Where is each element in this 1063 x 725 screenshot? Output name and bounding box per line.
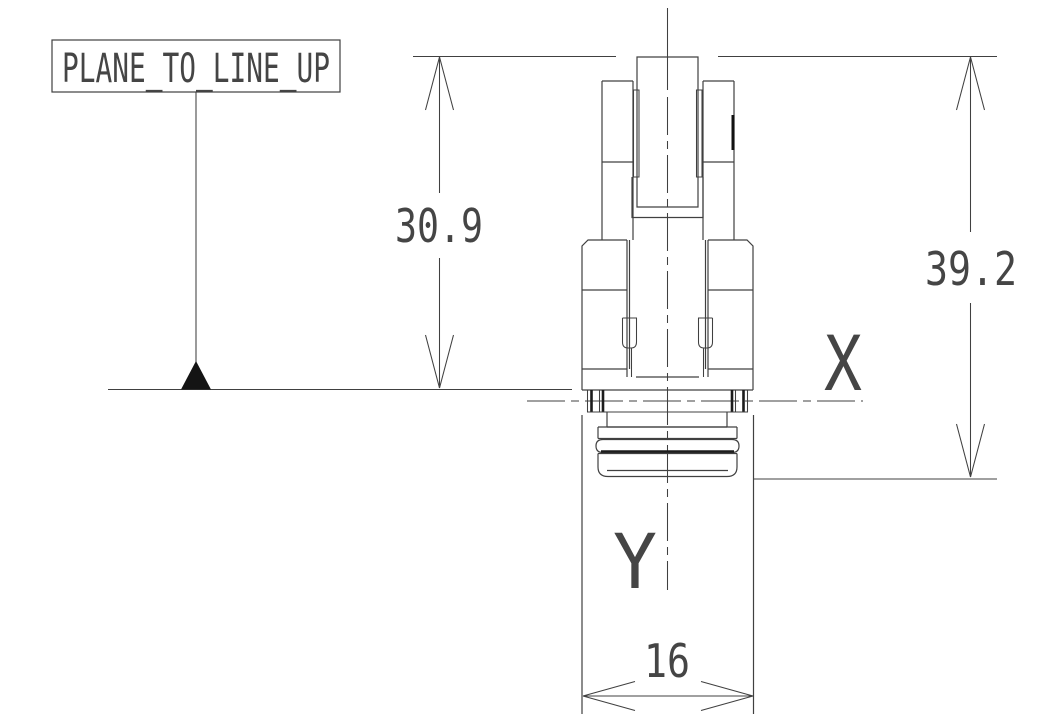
shoulder-right-outline	[704, 239, 754, 369]
bore-walls	[581, 415, 755, 714]
end-block-outline	[597, 452, 738, 478]
bore-wall-lines	[581, 415, 755, 714]
part-body	[581, 239, 754, 378]
extension-lines	[108, 55, 997, 480]
dim-16-arrow-left	[582, 680, 636, 712]
spring-slot-right	[697, 317, 714, 377]
datum-flag-label: PLANE_TO_LINE_UP	[62, 46, 330, 92]
axis-labels: X Y	[613, 319, 862, 606]
shoulder-left-outline	[581, 239, 631, 369]
part-clevis	[601, 56, 735, 240]
datum-callout: PLANE_TO_LINE_UP	[51, 39, 341, 390]
clevis-inner-strips	[632, 89, 703, 178]
flange-outline	[581, 368, 754, 391]
clevis-u-outline	[631, 177, 704, 219]
axis-y-label: Y	[613, 517, 657, 606]
dim-39-2-value: 39.2	[925, 242, 1017, 296]
dim-height-to-datum: 30.9	[395, 56, 483, 389]
groove-thin-lines	[586, 390, 749, 412]
axis-x-label: X	[824, 319, 862, 408]
center-channel-outline	[626, 240, 709, 378]
clevis-arm-left	[601, 80, 634, 240]
centerlines	[527, 8, 863, 590]
dim-30-9-arrow-down	[424, 334, 455, 389]
clevis-arm-right	[702, 80, 735, 240]
dim-39-2-arrow-up	[955, 56, 986, 111]
part-lower	[595, 412, 740, 478]
dim-overall-height: 39.2	[925, 56, 1017, 478]
dim-body-width: 16	[582, 634, 754, 712]
dim-30-9-value: 30.9	[395, 199, 483, 253]
part-flange	[581, 368, 754, 391]
roller-outline	[636, 56, 699, 208]
band-outline	[597, 426, 738, 440]
part-groove	[586, 390, 749, 413]
dim-16-arrow-right	[700, 680, 754, 712]
dim-30-9-arrow-up	[424, 56, 455, 111]
datum-triangle-icon	[181, 361, 211, 390]
dim-16-value: 16	[644, 634, 690, 688]
spring-slot-left	[621, 317, 638, 377]
groove-thick-lines	[590, 390, 745, 412]
dim-39-2-arrow-down	[955, 423, 986, 478]
